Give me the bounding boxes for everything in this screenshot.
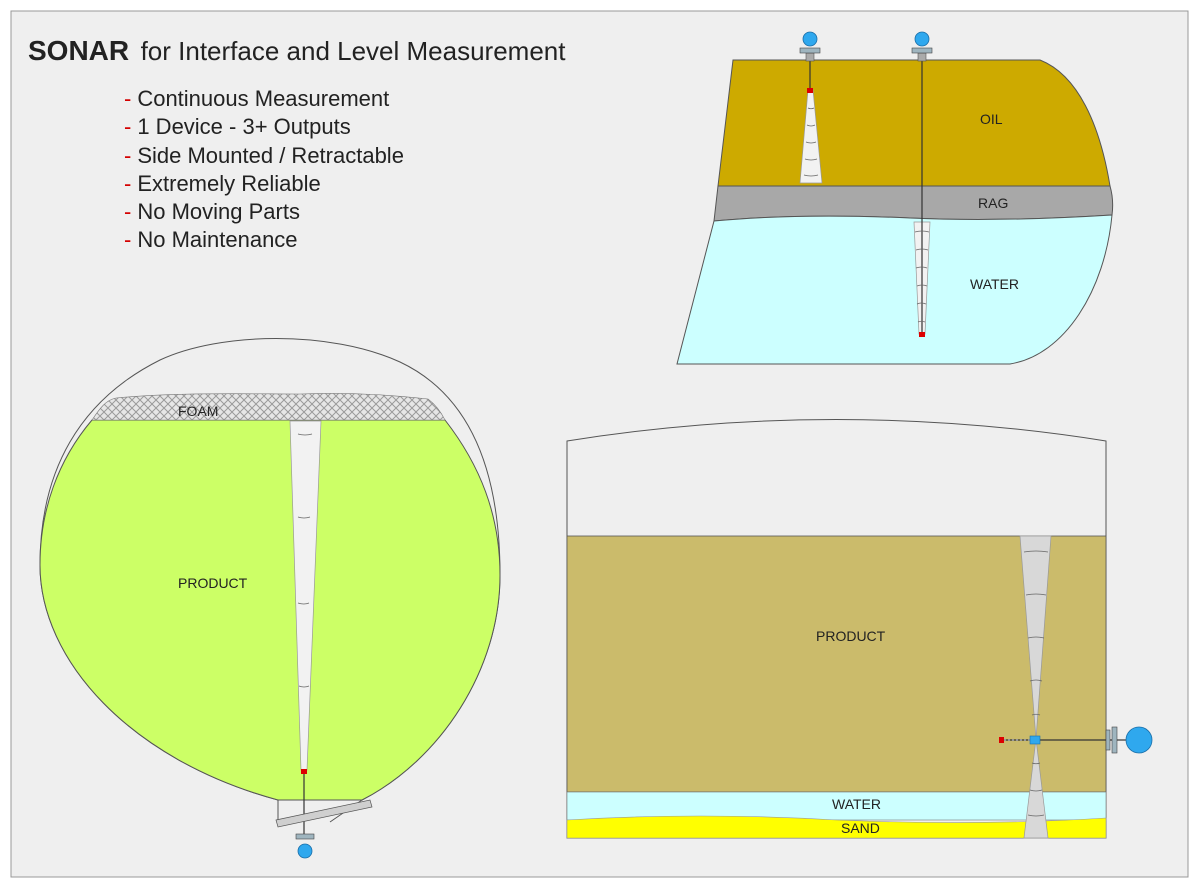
- feature-list: -Continuous Measurement -1 Device - 3+ O…: [124, 86, 404, 252]
- water-layer: [676, 214, 1113, 365]
- svg-text:-Continuous Measurement: -Continuous Measurement: [124, 86, 389, 111]
- oil-label: OIL: [980, 111, 1003, 127]
- svg-text:-Side Mounted / Retractable: -Side Mounted / Retractable: [124, 143, 404, 168]
- rag-layer: [713, 185, 1114, 222]
- transducer-head: [914, 31, 930, 47]
- product-label: PRODUCT: [816, 628, 886, 644]
- bullet-dash: -: [124, 114, 131, 139]
- sensor-tip-red: [807, 88, 813, 93]
- sphere-vessel: FOAM PRODUCT: [39, 338, 501, 859]
- bullet-dash: -: [124, 143, 131, 168]
- bullet-item: No Maintenance: [137, 227, 297, 252]
- transducer-right: [911, 31, 933, 62]
- svg-text:-No Maintenance: -No Maintenance: [124, 227, 298, 252]
- bullet-item: Continuous Measurement: [137, 86, 389, 111]
- bullet-dash: -: [124, 171, 131, 196]
- water-label: WATER: [832, 796, 881, 812]
- storage-tank: PRODUCT WATER SAND: [566, 419, 1153, 839]
- title-rest: for Interface and Level Measurement: [141, 36, 567, 66]
- sand-layer: [566, 815, 1107, 839]
- svg-text:SONAR for Interface and Le: SONAR for Interface and Level Measuremen…: [28, 35, 566, 66]
- product-label: PRODUCT: [178, 575, 248, 591]
- svg-text:-Extremely Reliable: -Extremely Reliable: [124, 171, 321, 196]
- product-layer: [566, 535, 1107, 793]
- sensor-tip-red: [999, 737, 1004, 743]
- nozzle-flange: [275, 799, 373, 828]
- beam-wave-marks: [914, 230, 930, 323]
- beam-wave-marks: [1023, 550, 1049, 817]
- transducer-head: [297, 843, 313, 859]
- transducer-head: [1125, 726, 1153, 754]
- transducer-head: [802, 31, 818, 47]
- bullet-dash: -: [124, 199, 131, 224]
- sensor-tip-red: [919, 332, 925, 337]
- svg-text:-No Moving Parts: -No Moving Parts: [124, 199, 300, 224]
- bullet-item: Extremely Reliable: [137, 171, 320, 196]
- foam-layer: [91, 393, 446, 421]
- sonar-beam-down: [1023, 738, 1049, 839]
- beam-wave-marks: [297, 433, 313, 688]
- side-mount-flange-outer: [1111, 726, 1118, 754]
- bullet-dash: -: [124, 86, 131, 111]
- oil-layer: [717, 59, 1111, 187]
- side-mount-flange: [1105, 729, 1111, 751]
- bullet-item: 1 Device - 3+ Outputs: [137, 114, 350, 139]
- probe-transducer: [1029, 735, 1041, 745]
- foam-label: FOAM: [178, 403, 218, 419]
- water-label: WATER: [970, 276, 1019, 292]
- title-bold: SONAR: [28, 35, 129, 66]
- water-layer: [566, 791, 1107, 821]
- sensor-mount: [295, 833, 315, 840]
- product-layer: [39, 419, 501, 801]
- beam-wave-marks: [803, 107, 819, 177]
- bullet-item: Side Mounted / Retractable: [137, 143, 404, 168]
- bullet-dash: -: [124, 227, 131, 252]
- bullet-item: No Moving Parts: [137, 199, 300, 224]
- rag-label: RAG: [978, 195, 1008, 211]
- separator-vessel: OIL RAG WATER: [676, 31, 1114, 365]
- sand-label: SAND: [841, 820, 880, 836]
- sensor-tip-red: [301, 769, 307, 774]
- svg-text:-1 Device - 3+ Outputs: -1 Device - 3+ Outputs: [124, 114, 351, 139]
- transducer-left: [799, 31, 821, 62]
